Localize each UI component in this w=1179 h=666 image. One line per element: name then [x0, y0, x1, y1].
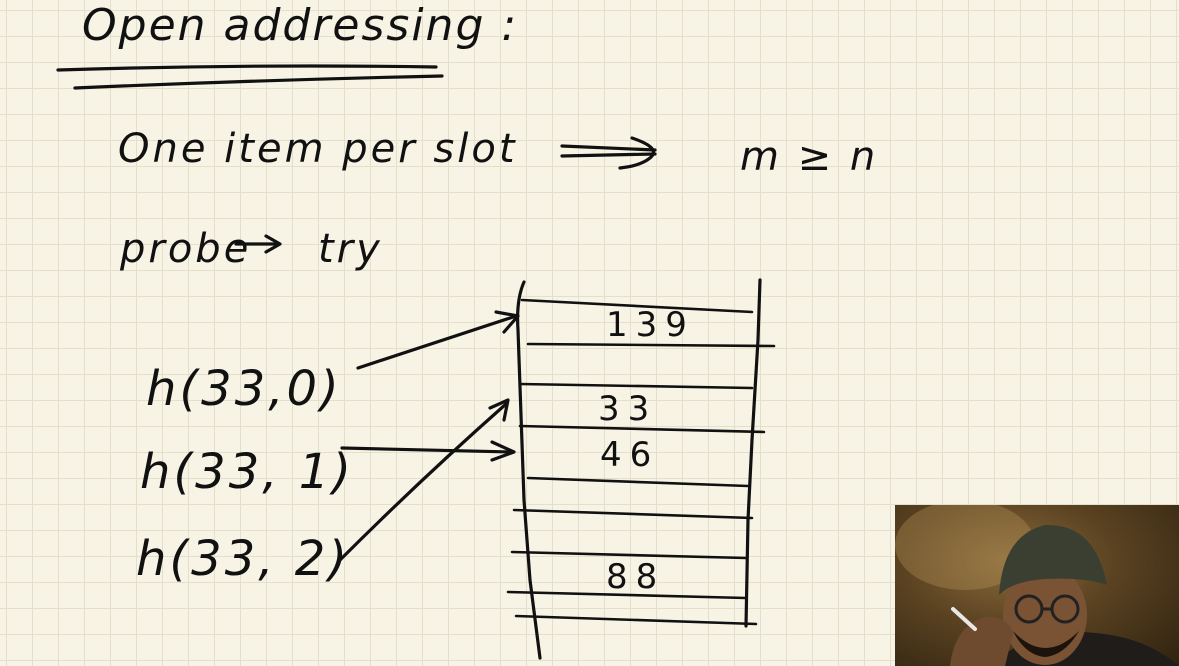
presenter-hand [950, 616, 1013, 666]
stylus-icon [951, 607, 977, 631]
slot-value-0: 139 [606, 305, 695, 345]
probe-arrow-2 [338, 398, 510, 562]
table-left-border [516, 280, 542, 660]
implies-arrow-icon [560, 136, 657, 170]
slot-value-2: 33 [598, 389, 657, 429]
lamp-glow [895, 505, 1035, 590]
heading-title: Open addressing : [82, 0, 518, 51]
beard [1013, 631, 1079, 657]
try-text: try [318, 226, 383, 272]
slot-value-6: 88 [606, 557, 665, 597]
title-underline-1 [56, 64, 438, 72]
hash-table: 139 33 46 88 [506, 278, 776, 660]
beanie-icon [999, 524, 1107, 595]
right-arrow-icon [234, 234, 282, 254]
probe-arrow-0 [356, 310, 520, 370]
one-item-per-slot-text: One item per slot [118, 126, 518, 172]
table-right-border [744, 278, 762, 628]
probe-arrow-1 [340, 440, 516, 462]
glasses-icon [1014, 594, 1080, 624]
probe-text: probe [119, 226, 251, 272]
m-geq-n-text: m ≥ n [740, 134, 878, 180]
presenter-face [1003, 565, 1087, 665]
probe-call-2: h(33, 2) [136, 531, 350, 587]
probe-call-1: h(33, 1) [140, 444, 354, 500]
presenter-webcam [895, 505, 1179, 666]
title-underline-2 [73, 74, 444, 90]
probe-call-0: h(33,0) [146, 361, 342, 417]
slot-value-3: 46 [600, 435, 659, 475]
